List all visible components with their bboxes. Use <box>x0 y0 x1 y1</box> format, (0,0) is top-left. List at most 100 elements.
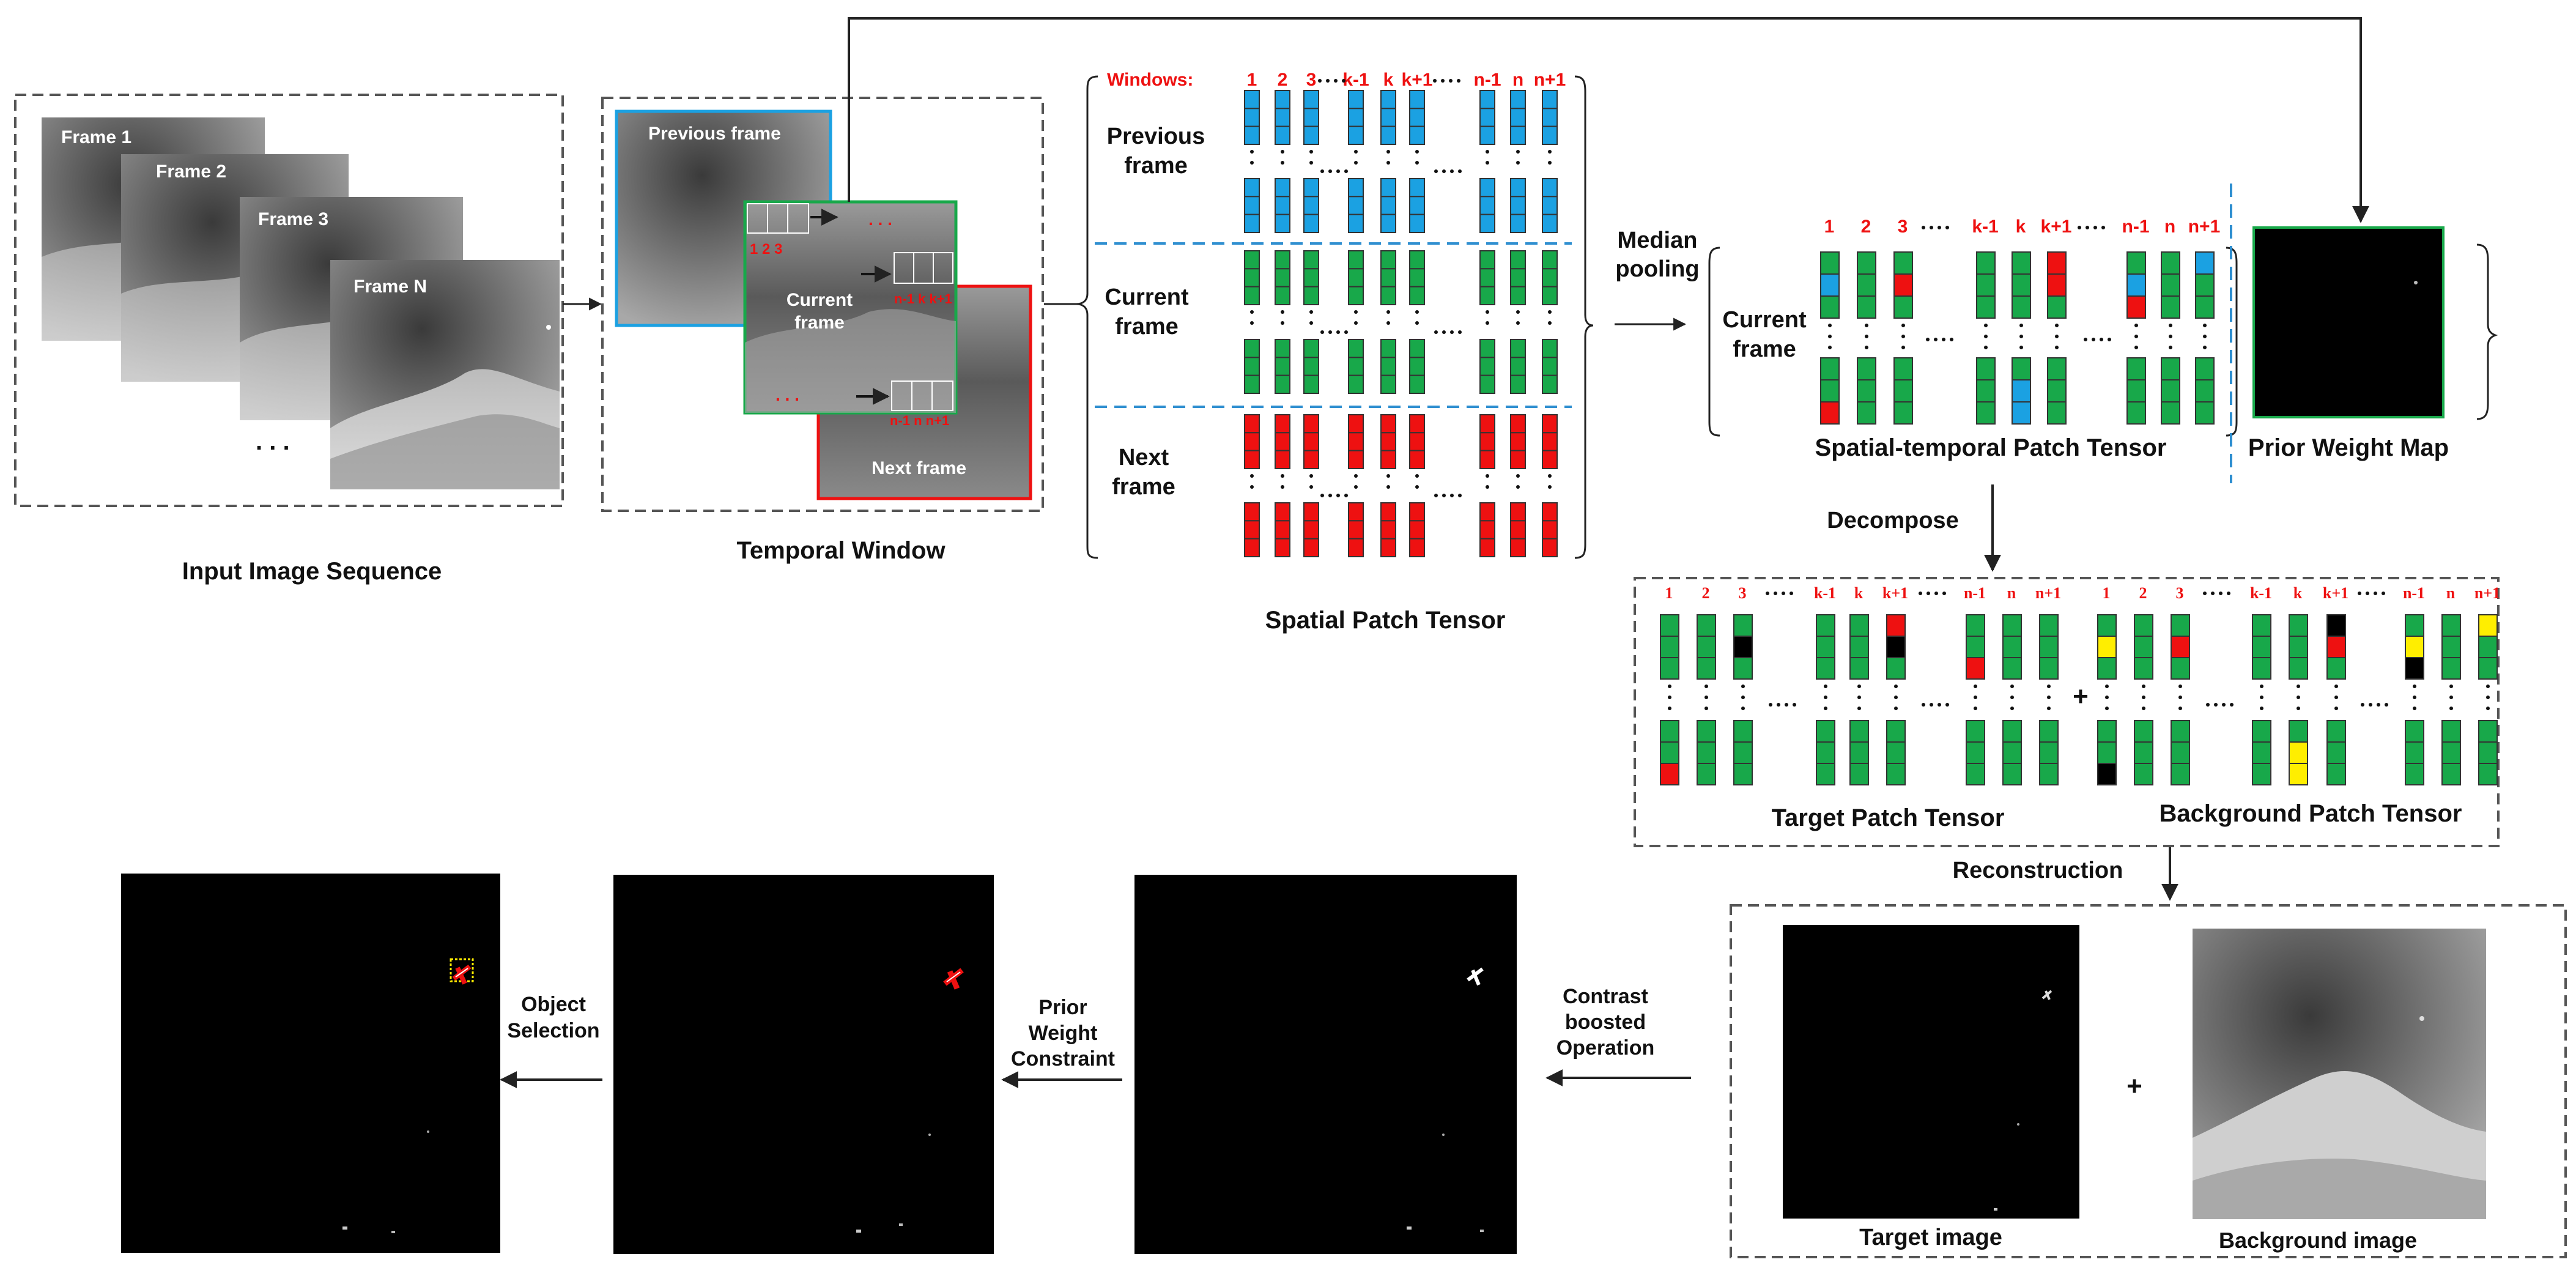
index-label: n+1 <box>2188 217 2221 237</box>
tensor-cell <box>2326 763 2346 785</box>
patch-cell <box>1380 374 1396 395</box>
patch-cell <box>1244 108 1260 127</box>
index-label: k+1 <box>2323 584 2348 602</box>
index-label: 2 <box>2139 584 2147 602</box>
patch-cell <box>1510 339 1526 358</box>
tensor-cell <box>1660 614 1679 637</box>
spatial-row-current-l2: frame <box>1115 314 1179 340</box>
index-label: 1 <box>1824 217 1835 237</box>
target-image-caption: Target image <box>1859 1225 2002 1250</box>
tensor-cell <box>1816 636 1835 658</box>
index-label: 1 <box>1247 70 1257 90</box>
st-cell <box>1820 251 1840 275</box>
st-cell <box>2047 251 2067 275</box>
frame-1-label: Frame 1 <box>61 127 131 147</box>
st-cell <box>1857 295 1876 319</box>
patch-cell <box>1479 286 1495 305</box>
tensor-cell <box>2252 763 2271 785</box>
patch-cell <box>1244 268 1260 288</box>
patch-cell <box>1380 502 1396 522</box>
tensor-cell <box>1816 720 1835 743</box>
st-cell <box>1857 273 1876 297</box>
patch-cell <box>1409 108 1425 127</box>
patch-cell <box>1244 432 1260 451</box>
index-label: n-1 <box>1964 584 1986 602</box>
tensor-cell <box>1733 657 1753 680</box>
patch-cell <box>1510 108 1526 127</box>
index-label: n+1 <box>2474 584 2500 602</box>
current-frame-thumb: . . . . . . 1 2 3 n-1 k k+1 n-1 n n+1 Cu… <box>743 200 958 428</box>
st-cell <box>2195 357 2215 380</box>
index-label: 1 <box>2103 584 2111 602</box>
tensor-cell <box>1886 636 1906 658</box>
patch-cell <box>1275 178 1290 198</box>
patch-cell <box>1542 90 1558 109</box>
st-cell <box>2047 379 2067 403</box>
patch-cell <box>1510 286 1526 305</box>
tensor-cell <box>1849 657 1869 680</box>
patch-cell <box>1244 339 1260 358</box>
patch-cell <box>1380 196 1396 215</box>
st-cell <box>2195 379 2215 403</box>
tensor-cell <box>2326 741 2346 764</box>
tensor-cell <box>2289 741 2308 764</box>
tensor-cell <box>1697 657 1716 680</box>
patch-cell <box>1479 90 1495 109</box>
tensor-cell <box>2039 636 2059 658</box>
patch-cell <box>1348 178 1364 198</box>
patch-cell <box>1275 357 1290 376</box>
st-cell <box>2047 273 2067 297</box>
tensor-cell <box>2039 741 2059 764</box>
tensor-cell <box>2478 657 2498 680</box>
patch-cell <box>1244 250 1260 270</box>
index-label: n-1 <box>2122 217 2150 237</box>
patch-cell <box>1348 213 1364 233</box>
patch-cell <box>1275 432 1290 451</box>
tensor-cell <box>2326 636 2346 658</box>
patch-cell <box>1409 286 1425 305</box>
patch-cell <box>1303 450 1319 470</box>
patch-cell <box>1409 268 1425 288</box>
tensor-cell <box>2002 720 2022 743</box>
patch-cell <box>1275 196 1290 215</box>
patch-cell <box>1409 339 1425 358</box>
tensor-cell <box>1697 741 1716 764</box>
index-label: k <box>2016 217 2026 237</box>
st-cell <box>1976 251 1996 275</box>
patch-cell <box>1348 538 1364 558</box>
patch-cell <box>1409 90 1425 109</box>
patch-cell <box>1479 268 1495 288</box>
patch-cell <box>1542 108 1558 127</box>
patch-cell <box>1380 178 1396 198</box>
tensor-cell <box>2171 720 2190 743</box>
index-label: n+1 <box>1534 70 1566 90</box>
patch-cell <box>1244 178 1260 198</box>
tensor-cell <box>2326 657 2346 680</box>
spatial-row-previous-l2: frame <box>1124 153 1188 179</box>
patch-cell <box>1409 502 1425 522</box>
object-selection-l1: Object <box>521 993 586 1016</box>
tensor-cell <box>2405 741 2424 764</box>
patch-cell <box>1275 450 1290 470</box>
patch-cell <box>1348 339 1364 358</box>
tensor-cell <box>2134 614 2153 637</box>
spatial-row-next-l2: frame <box>1112 474 1175 500</box>
patch-cell <box>1409 414 1425 434</box>
previous-frame-label: Previous frame <box>648 124 781 144</box>
index-label: 3 <box>2176 584 2184 602</box>
patch-cell <box>1510 268 1526 288</box>
tensor-cell <box>1733 636 1753 658</box>
st-cell <box>2126 357 2146 380</box>
windows-label: Windows: <box>1107 70 1193 90</box>
patch-cell <box>1275 538 1290 558</box>
patch-cell <box>1244 357 1260 376</box>
patch-cell <box>1244 538 1260 558</box>
patch-cell <box>1479 213 1495 233</box>
decomposed-frame <box>1634 577 2500 847</box>
window-index-123: 1 2 3 <box>750 241 782 258</box>
patch-cell <box>1244 125 1260 146</box>
patch-cell <box>1409 374 1425 395</box>
tensor-cell <box>2097 741 2117 764</box>
contrast-l1: Contrast <box>1563 985 1648 1008</box>
patch-cell <box>1479 196 1495 215</box>
